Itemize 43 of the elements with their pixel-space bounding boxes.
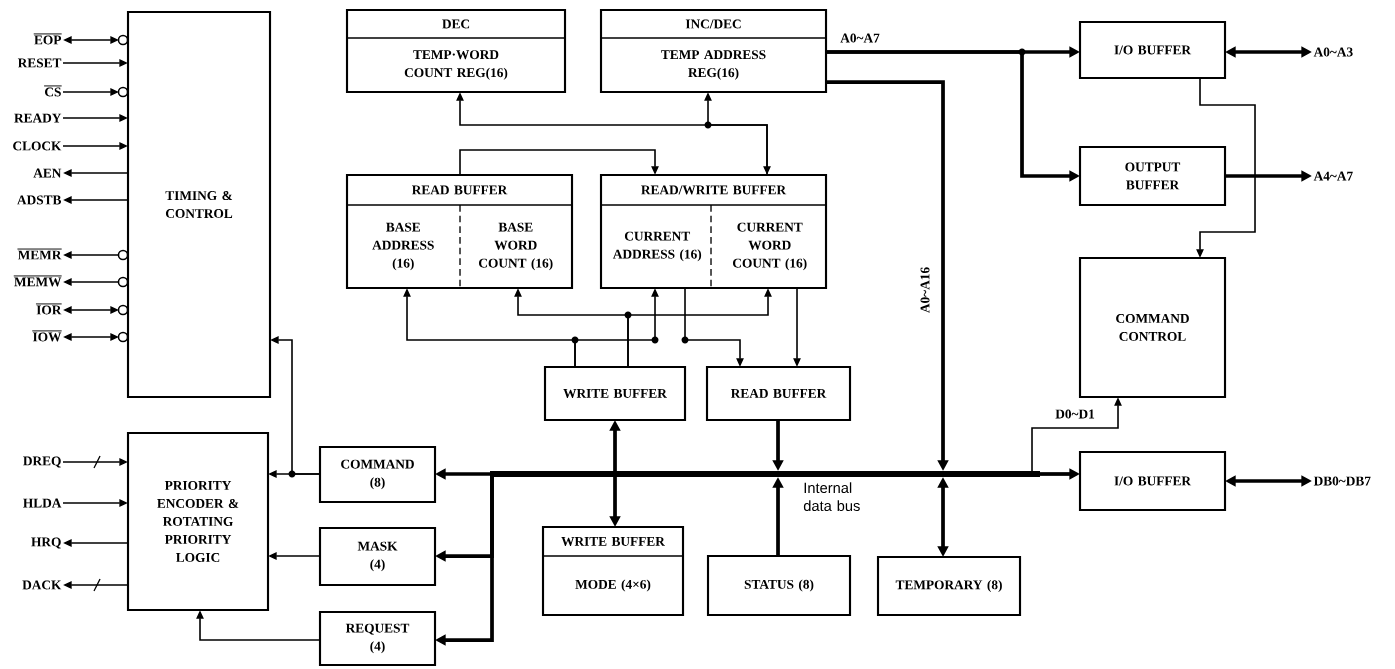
block-box: PRIORITY ENCODER & ROTATING PRIORITY LOGIC [126,431,270,612]
pin-label: MEMR [17,248,63,260]
pin-label: CLOCK [13,141,62,151]
pin-label: AEN [33,168,62,178]
pin-label: EOP [33,33,63,45]
pin-label: IOR [35,303,63,315]
arrow [459,149,659,176]
bus-label: Internal data bus [803,482,860,512]
register-box: DEC TEMP·WORD COUNT REG(16) [345,8,567,94]
edge-label: A0~A16 [919,265,931,315]
pin-label: CS [43,85,63,97]
block-box: TIMING & CONTROL [117,10,272,399]
pin-label: DREQ [23,456,61,468]
block-box: READ BUFFER [705,365,852,422]
register-box: INC/DEC TEMP ADDRESS REG(16) [599,8,828,94]
pin-label: A0~A3 [1313,47,1353,57]
register-label: BASE ADDRESS (16) [372,222,434,271]
block-box: I/O BUFFER [1078,450,1227,512]
pin-label: DACK [22,580,62,590]
pin-label: RESET [17,58,62,68]
edge-label: A0~A7 [838,32,882,44]
pin-label: ADSTB [17,195,62,205]
block-box: COMMAND CONTROL [1078,256,1227,399]
pin-label: A4~A7 [1313,171,1353,181]
block-box: OUTPUT BUFFER [1078,145,1227,207]
register-label: CURRENT ADDRESS (16) [612,231,702,262]
block-box: REQUEST (4) [318,610,437,667]
register-label: CURRENT WORD COUNT (16) [733,222,807,271]
pin-label: HRQ [31,537,61,549]
pin-label: MEMW [13,275,63,287]
block-box: TEMPORARY (8) [876,555,1022,617]
block-box: COMMAND (8) [318,445,437,504]
block-box: MASK (4) [318,526,437,587]
pin-label: HLDA [23,498,62,508]
register-label: BASE WORD COUNT (16) [479,222,553,271]
block-box: WRITE BUFFER [543,365,687,422]
register-box: WRITE BUFFER MODE (4×6) [541,525,685,617]
edge-label: D0~D1 [1053,408,1097,420]
pin-label: READY [14,113,62,123]
block-box: STATUS (8) [706,554,852,617]
pin-label: IOW [31,330,63,342]
pin-label: DB0~DB7 [1313,476,1371,486]
block-box: I/O BUFFER [1078,20,1227,80]
